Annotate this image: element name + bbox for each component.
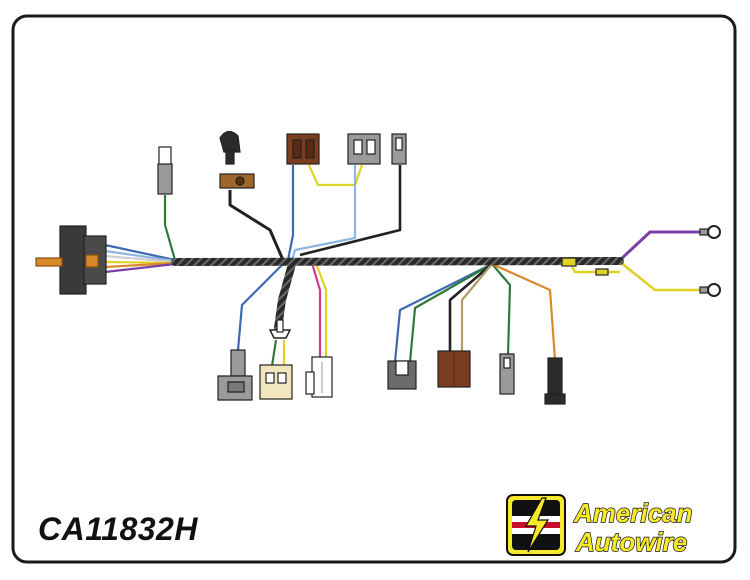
bottom-black-plug (544, 357, 566, 405)
harness-branch-down (274, 260, 296, 332)
connectors (35, 130, 721, 405)
wire-fan-white (104, 254, 176, 264)
diagram-border (11, 14, 737, 564)
wire-orange-black-plug (491, 262, 557, 361)
bottom-gray-small-plug (499, 353, 515, 395)
top-small-gray-connector (391, 133, 407, 165)
top-gray-connector (347, 133, 381, 165)
harness-trunk (171, 257, 624, 266)
logo-line2: Autowire (575, 527, 687, 556)
wire-yellow-jumper (307, 164, 364, 187)
wire-tan-brown-plug (460, 263, 493, 352)
wire-lightblue-gray-top (290, 165, 357, 261)
wire-green-tan-plug (270, 339, 278, 367)
wire-black-small-top (299, 165, 402, 257)
bottom-white-plug (305, 356, 333, 398)
bottom-gray-plug (217, 349, 253, 401)
wire-fan-purple (104, 262, 176, 274)
wire-blue-right-plug (393, 263, 493, 363)
bottom-brown-connector (437, 350, 471, 388)
wire-fan-orange (104, 261, 176, 269)
lightning-bolt-icon (524, 497, 550, 553)
wire-green-gray-plug (491, 263, 512, 356)
wire-green-right-plug (408, 263, 493, 363)
main-bulkhead-connector (35, 225, 107, 295)
wire-fan-lightblue (104, 249, 176, 263)
wire-black-clip (228, 190, 285, 261)
bottom-tan-plug (259, 364, 293, 400)
wire-green-top-plug (163, 195, 177, 261)
ring-terminal-bottom (699, 283, 721, 297)
wire-yellow-ring (619, 260, 705, 292)
american-autowire-logo: American Autowire (506, 494, 693, 556)
bulb-socket (219, 130, 255, 189)
wire-black-brown-plug (448, 263, 493, 352)
wire-purple-ring (618, 230, 705, 262)
wire-fan-blue (104, 243, 176, 262)
main-harness (171, 257, 624, 339)
wire-blue-bottom-plug (236, 261, 286, 351)
bottom-right-gray-plug (387, 360, 417, 390)
wire-yellow-white-plug (314, 262, 328, 358)
top-brown-connector (286, 133, 320, 165)
harness-clip-stem (276, 319, 284, 333)
wire-blue-brown-top (286, 165, 295, 261)
inline-splice (561, 257, 577, 267)
inline-splice-2 (595, 268, 609, 276)
top-small-gray-plug (157, 146, 173, 195)
ring-terminal-top (699, 225, 721, 239)
wire-pink-white-plug (310, 262, 322, 358)
logo-line1: American (573, 498, 693, 528)
part-number-label: CA11832H (38, 511, 198, 547)
wires (104, 164, 705, 367)
